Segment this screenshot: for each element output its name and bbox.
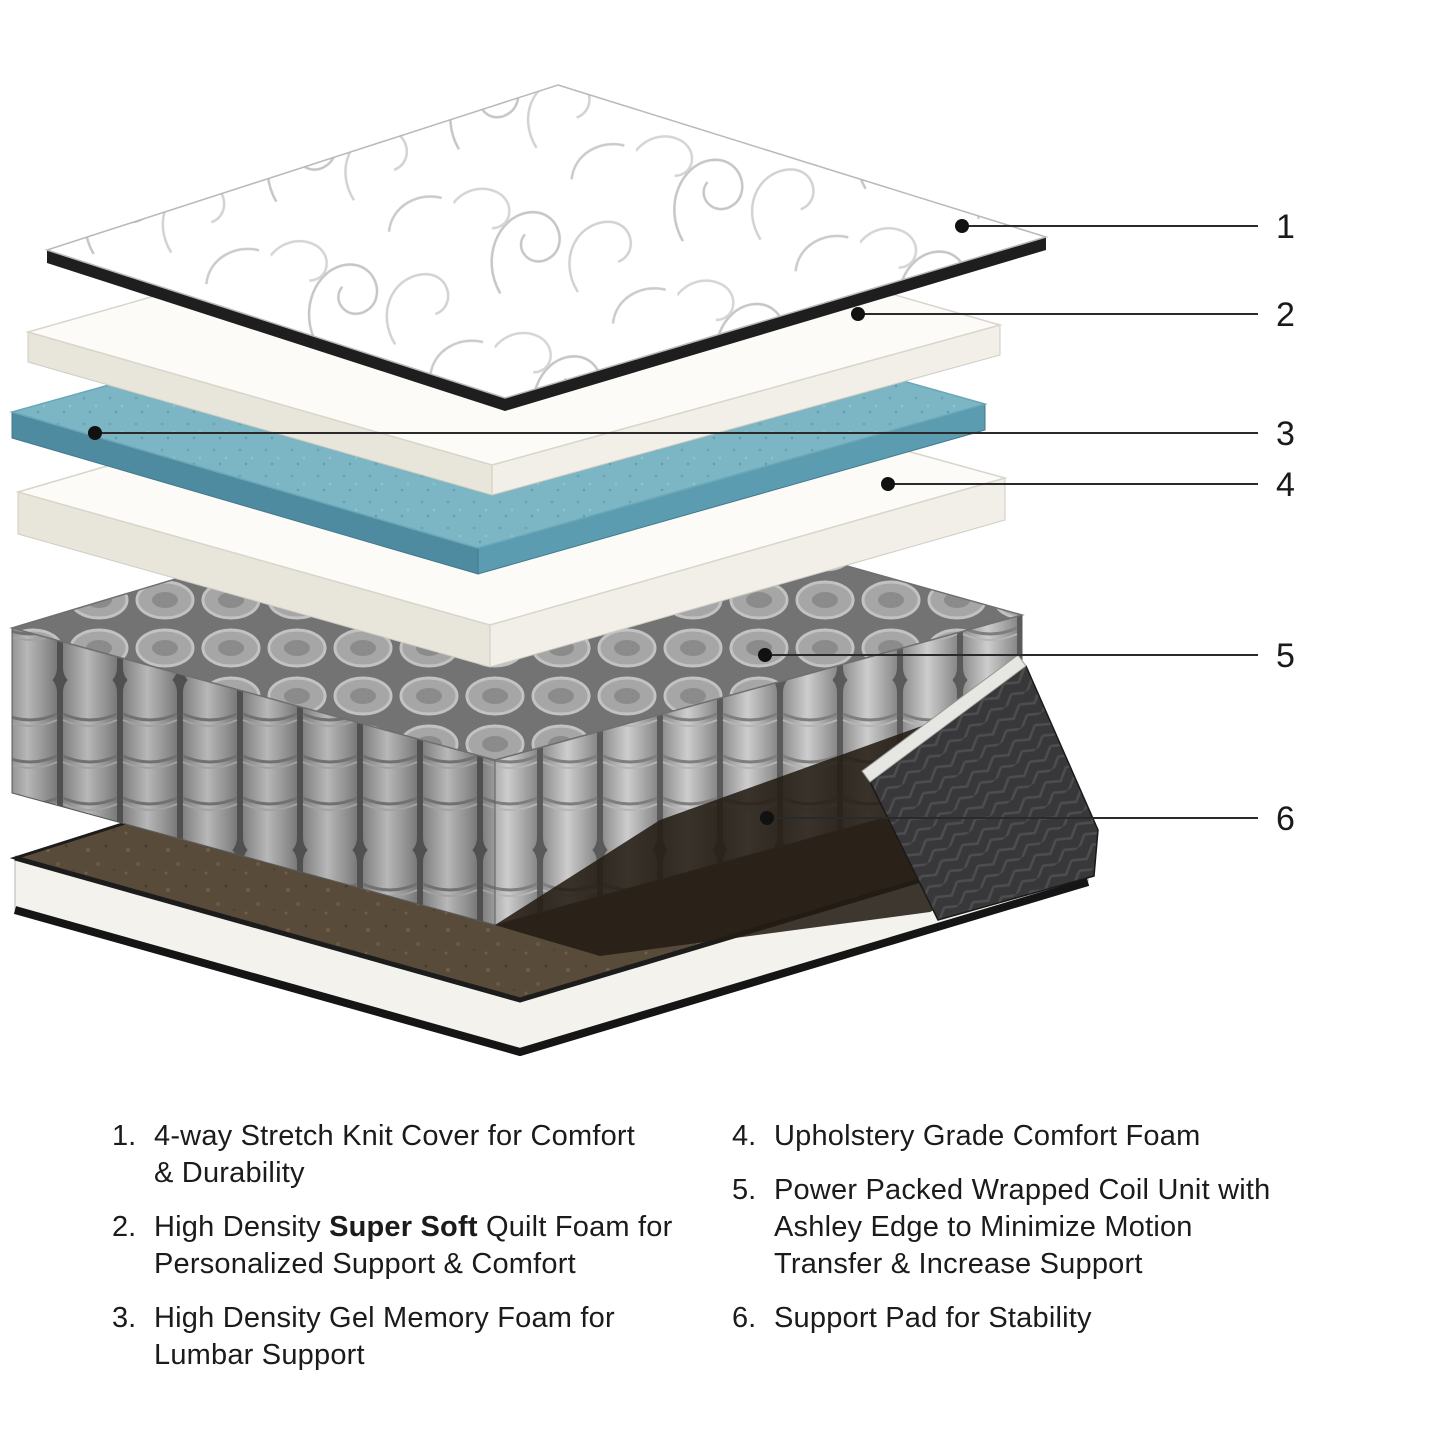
callout-number-5: 5 — [1276, 637, 1295, 675]
callout-number-3: 3 — [1276, 415, 1295, 453]
legend-item-6: 6. Support Pad for Stability — [732, 1300, 1445, 1337]
coil-face-left-shade — [12, 628, 495, 925]
cover-top — [44, 84, 1049, 399]
legend-column-right: 4. Upholstery Grade Comfort Foam 5. Powe… — [732, 1118, 1445, 1391]
legend-item-number: 1. — [112, 1120, 137, 1152]
legend-item-text: High Density Gel Memory Foam for Lumbar … — [154, 1302, 615, 1371]
legend-item-number: 6. — [732, 1302, 757, 1334]
legend-item-text-pre: High Density — [154, 1211, 330, 1243]
mattress-exploded-diagram: 1 2 3 4 5 6 — [9, 84, 1295, 1056]
legend-item-number: 3. — [112, 1302, 137, 1334]
legend-column-left: 1. 4-way Stretch Knit Cover for Comfort … — [112, 1118, 732, 1391]
legend-item-1: 1. 4-way Stretch Knit Cover for Comfort … — [112, 1118, 732, 1192]
bottom-piping — [13, 878, 1090, 1056]
legend-item-text-post: Quilt Foam for Personalized Support & Co… — [154, 1211, 673, 1280]
edge-piping — [861, 654, 1027, 783]
legend-item-text-bold: Super Soft — [329, 1211, 478, 1243]
legend-item-number: 2. — [112, 1211, 137, 1243]
callout-dots — [88, 219, 969, 825]
callouts — [95, 225, 1258, 819]
legend: 1. 4-way Stretch Knit Cover for Comfort … — [0, 1118, 1445, 1391]
legend-item-text: Upholstery Grade Comfort Foam — [774, 1120, 1201, 1152]
legend-item-text: 4-way Stretch Knit Cover for Comfort & D… — [154, 1120, 636, 1189]
callout-dot-1 — [955, 219, 969, 233]
callout-dot-3 — [88, 426, 102, 440]
callout-number-1: 1 — [1276, 208, 1295, 246]
callout-dot-6 — [760, 811, 774, 825]
legend-item-2: 2. High Density Super Soft Quilt Foam fo… — [112, 1209, 732, 1283]
legend-item-text: Support Pad for Stability — [774, 1302, 1092, 1334]
callout-number-6: 6 — [1276, 800, 1295, 838]
callout-dot-5 — [758, 648, 772, 662]
legend-item-5: 5. Power Packed Wrapped Coil Unit with A… — [732, 1172, 1445, 1283]
legend-item-text: High Density Super Soft Quilt Foam for P… — [154, 1209, 732, 1283]
legend-item-3: 3. High Density Gel Memory Foam for Lumb… — [112, 1300, 732, 1374]
layer-1-knit-cover — [44, 84, 1049, 411]
legend-item-text: Power Packed Wrapped Coil Unit with Ashl… — [774, 1174, 1271, 1280]
legend-item-number: 5. — [732, 1174, 757, 1206]
legend-item-number: 4. — [732, 1120, 757, 1152]
callout-numbers: 1 2 3 4 5 6 — [1276, 208, 1295, 838]
mattress-edge-corner — [861, 654, 1099, 921]
callout-number-2: 2 — [1276, 296, 1295, 334]
callout-dot-4 — [881, 477, 895, 491]
callout-number-4: 4 — [1276, 466, 1295, 504]
cover-edge-band — [47, 237, 1046, 411]
legend-item-4: 4. Upholstery Grade Comfort Foam — [732, 1118, 1445, 1155]
callout-dot-2 — [851, 307, 865, 321]
